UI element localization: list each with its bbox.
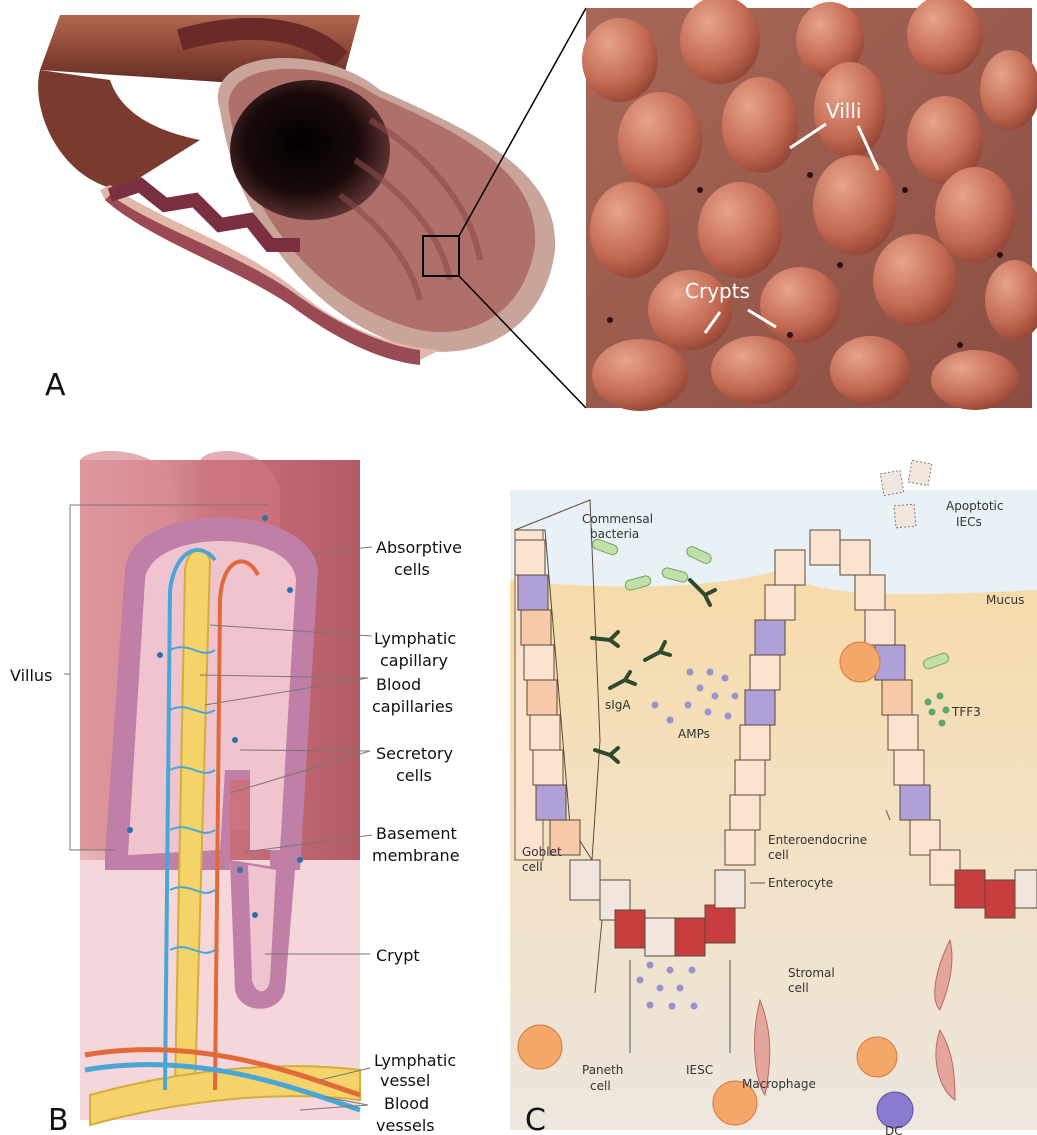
intestine-illustration [38,8,586,408]
panel-a: Villi Crypts A [0,0,1037,420]
villus-label: Villus [10,666,52,685]
goblet-cell-label: Goblet [522,845,562,859]
villi-label: Villi [826,99,861,123]
crypts-label: Crypts [685,279,750,303]
dc-label: DC [885,1124,903,1135]
panel-c-letter: C [525,1103,546,1135]
commensal-bacteria-label: Commensal [582,512,653,526]
siga-label: sIgA [605,698,631,712]
blood-capillaries-label: Blood [376,675,421,694]
paneth-cell-label-line2: cell [590,1079,611,1093]
epithelium-illustration [510,460,1037,1130]
lymphatic-vessel-label-line2: vessel [380,1071,430,1090]
basement-membrane-label: Basement [376,824,457,843]
enterocyte-label: Enterocyte [768,876,833,890]
stromal-cell-label: Stromal [788,966,835,980]
stromal-cell-label-line2: cell [788,981,809,995]
goblet-cell-label-line2: cell [522,860,543,874]
blood-vessels-label: Blood [384,1094,429,1113]
blood-capillaries-label-line2: capillaries [372,697,453,716]
secretory-cells-label-line2: cells [396,766,432,785]
iesc-label: IESC [686,1063,713,1077]
panel-b-letter: B [48,1103,69,1135]
absorptive-cells-label: Absorptive [376,538,462,557]
absorptive-cells-label-line2: cells [394,560,430,579]
enteroendocrine-cell-label-line2: cell [768,848,789,862]
commensal-bacteria-label-line2: bacteria [590,527,639,541]
panel-c: Commensal bacteria Apoptotic IECs Mucus … [510,440,1037,1135]
mucus-label: Mucus [986,593,1024,607]
paneth-cell-label: Paneth [582,1063,623,1077]
enteroendocrine-cell-label: Enteroendocrine [768,833,867,847]
tff3-label: TFF3 [951,705,981,719]
amps-label: AMPs [678,727,710,741]
crypt-label: Crypt [376,946,420,965]
apoptotic-iecs-label-line2: IECs [956,515,982,529]
apoptotic-iecs-label: Apoptotic [946,499,1003,513]
villi-closeup [582,0,1037,411]
panel-b: Villus Absorptive cells Lymphatic capill… [0,450,510,1135]
panel-a-letter: A [45,368,66,403]
secretory-cells-label: Secretory [376,744,453,763]
lymphatic-capillary-label: Lymphatic [374,629,456,648]
lymphatic-vessel-label: Lymphatic [374,1051,456,1070]
lymphatic-capillary-label-line2: capillary [380,651,448,670]
basement-membrane-label-line2: membrane [372,846,460,865]
macrophage-label: Macrophage [742,1077,816,1091]
blood-vessels-label-line2: vessels [376,1116,435,1135]
